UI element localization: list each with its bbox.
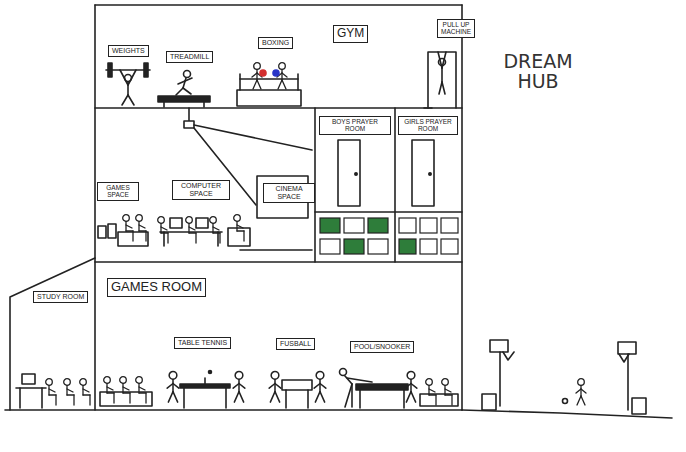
label-box: BOXING [258,37,293,49]
room-label: STUDY ROOM [33,291,88,303]
area-label: GAMES SPACE [106,184,129,198]
room: BOYS PRAYER ROOM [315,108,395,262]
label-box: TREADMILL [166,51,213,63]
label-box: WEIGHTS [108,45,149,57]
area-label: POOL/SNOOKER [354,343,410,350]
room-label: GAMES ROOM [107,278,206,297]
room-label: BOYS PRAYER ROOM [319,116,391,135]
title: DREAM HUB [496,52,580,92]
area-label: CINEMA SPACE [275,185,302,200]
area-label: FUSBALL [280,340,311,347]
area-label: TREADMILL [170,53,209,60]
label-box: COMPUTER SPACE [172,180,230,200]
room: GIRLS PRAYER ROOM [395,108,462,262]
label-box: PULL UP MACHINE [437,19,475,38]
label-box: FUSBALL [276,338,315,350]
area-label: TABLE TENNIS [178,339,227,346]
label-box: CINEMA SPACE [263,183,315,203]
label-box: GAMES SPACE [97,182,139,201]
room: GAMES ROOM TABLE TENNIS FUSBALL POOL/SNOOKE… [95,262,462,410]
room-label: GIRLS PRAYER ROOM [398,116,458,135]
room: STUDY ROOM [10,262,95,410]
room-label: GYM [333,25,368,43]
label-box: TABLE TENNIS [174,337,231,349]
area-label: PULL UP MACHINE [441,21,471,35]
area-label: BOXING [262,39,289,46]
area-label: WEIGHTS [112,47,145,54]
area-label: COMPUTER SPACE [181,182,221,197]
room: GYMWEIGHTSTREADMILLBOXINGPULL UP MACHINE [95,5,462,108]
label-box: POOL/SNOOKER [350,341,414,353]
